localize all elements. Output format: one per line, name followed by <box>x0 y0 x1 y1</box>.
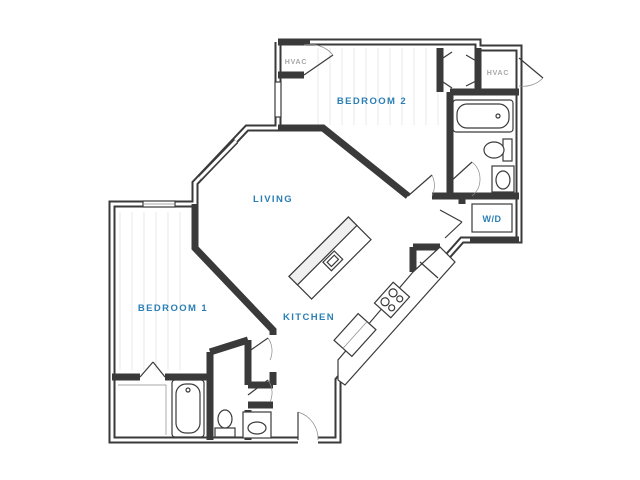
kitchen-island <box>288 216 372 300</box>
labels: BEDROOM 2 LIVING BEDROOM 1 KITCHEN HVAC … <box>138 59 509 323</box>
interior-walls <box>112 38 519 440</box>
label-bedroom-2: BEDROOM 2 <box>337 96 407 107</box>
label-kitchen: KITCHEN <box>283 312 335 323</box>
toilet-1 <box>214 427 236 438</box>
label-washer-dryer: W/D <box>483 214 502 224</box>
doors <box>139 44 544 441</box>
label-bedroom-1: BEDROOM 1 <box>138 303 208 314</box>
windows <box>142 81 282 208</box>
label-hvac-left: HVAC <box>285 59 308 66</box>
label-hvac-right: HVAC <box>487 70 510 77</box>
washer-dryer <box>471 203 513 233</box>
label-living: LIVING <box>253 194 293 205</box>
kitchen-counters <box>333 246 456 386</box>
fixtures <box>118 99 515 439</box>
